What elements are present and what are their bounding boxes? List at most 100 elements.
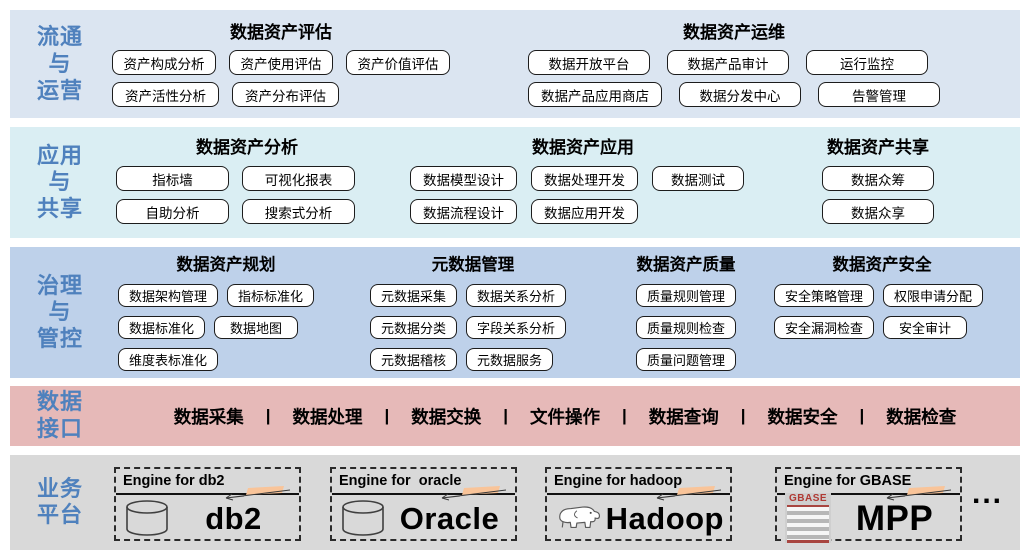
section-title-sharing: 数据资产共享 <box>827 138 929 157</box>
section-title-operations: 数据资产运维 <box>683 23 785 42</box>
module-box[interactable]: 安全审计 <box>883 316 968 339</box>
engine-box-db2[interactable]: Engine for db2 db2 <box>114 467 301 541</box>
module-box[interactable]: 资产构成分析 <box>112 50 216 75</box>
section-title-security: 数据资产安全 <box>832 256 932 274</box>
module-box[interactable]: 搜索式分析 <box>242 199 355 224</box>
engine-name: MPP <box>855 498 934 538</box>
module-row: 安全策略管理权限申请分配 <box>774 284 990 307</box>
module-box[interactable]: 资产活性分析 <box>112 82 219 107</box>
band-business-platform: 业务 平台 Engine for db2 db2 Engine for orac… <box>10 455 1020 550</box>
separator: | <box>384 406 390 425</box>
module-row: 质量规则检查 <box>616 316 756 339</box>
module-box[interactable]: 资产使用评估 <box>229 50 333 75</box>
section-title-quality: 数据资产质量 <box>636 256 736 274</box>
interface-item[interactable]: 文件操作 <box>530 406 600 427</box>
module-row: 数据开放平台数据产品审计运行监控 <box>528 50 940 75</box>
module-grid: 质量规则管理质量规则检查质量问题管理 <box>616 284 756 371</box>
section-title-application: 数据资产应用 <box>532 138 634 157</box>
engine-name: Hadoop <box>605 500 724 536</box>
module-box[interactable]: 维度表标准化 <box>118 348 219 371</box>
module-box[interactable]: 数据应用开发 <box>531 199 638 224</box>
interface-item[interactable]: 数据安全 <box>767 406 838 427</box>
module-box[interactable]: 元数据分类 <box>370 316 458 339</box>
module-row: 元数据分类字段关系分析 <box>370 316 576 339</box>
module-box[interactable]: 数据处理开发 <box>531 166 638 191</box>
module-box[interactable]: 数据测试 <box>652 166 744 191</box>
section-title-evaluation: 数据资产评估 <box>230 23 332 42</box>
band-label-business-platform: 业务 平台 <box>36 475 83 528</box>
section-data-asset-application: 数据资产应用 数据模型设计数据处理开发数据测试数据流程设计数据应用开发 <box>410 133 756 224</box>
interface-item[interactable]: 数据检查 <box>886 406 957 427</box>
module-box[interactable]: 资产分布评估 <box>232 82 339 107</box>
engine-box-oracle[interactable]: Engine for oracle Oracle <box>330 467 517 541</box>
module-box[interactable]: 数据模型设计 <box>410 166 517 191</box>
module-row: 资产构成分析资产使用评估资产价值评估 <box>112 50 450 75</box>
section-metadata-management: 元数据管理 元数据采集数据关系分析元数据分类字段关系分析元数据稽核元数据服务 <box>370 251 576 371</box>
module-box[interactable]: 权限申请分配 <box>883 284 984 307</box>
engine-name: Oracle <box>399 500 500 536</box>
module-box[interactable]: 自助分析 <box>116 199 229 224</box>
module-box[interactable]: 数据产品应用商店 <box>528 82 662 107</box>
gbase-logo-text: GBASE <box>788 493 828 504</box>
module-box[interactable]: 指标墙 <box>116 166 229 191</box>
engine-title: Engine for db2 <box>116 469 299 495</box>
engine-box-gbase[interactable]: Engine for GBASE GBASE MPP <box>775 467 962 543</box>
module-box[interactable]: 可视化报表 <box>242 166 355 191</box>
interface-item-list: 数据采集|数据处理|数据交换|文件操作|数据查询|数据安全|数据检查 <box>110 386 1020 446</box>
interface-item[interactable]: 数据交换 <box>411 406 482 427</box>
section-title-analysis: 数据资产分析 <box>196 138 298 157</box>
module-box[interactable]: 数据标准化 <box>118 316 206 339</box>
module-row: 数据产品应用商店数据分发中心告警管理 <box>528 82 940 107</box>
module-box[interactable]: 数据流程设计 <box>410 199 517 224</box>
section-title-metadata: 元数据管理 <box>431 256 515 274</box>
module-box[interactable]: 元数据采集 <box>370 284 458 307</box>
module-row: 数据标准化数据地图 <box>118 316 334 339</box>
separator: | <box>740 406 746 425</box>
module-box[interactable]: 元数据服务 <box>466 348 554 371</box>
module-box[interactable]: 数据地图 <box>214 316 299 339</box>
module-box[interactable]: 安全策略管理 <box>774 284 875 307</box>
module-grid: 数据架构管理指标标准化数据标准化数据地图维度表标准化 <box>118 284 334 371</box>
module-box[interactable]: 数据关系分析 <box>466 284 567 307</box>
engine-title: Engine for oracle <box>332 469 515 495</box>
module-box[interactable]: 质量规则检查 <box>635 316 736 339</box>
section-data-asset-operations: 数据资产运维 数据开放平台数据产品审计运行监控数据产品应用商店数据分发中心告警管… <box>528 18 940 107</box>
interface-item[interactable]: 数据采集 <box>173 406 244 427</box>
module-box[interactable]: 数据开放平台 <box>528 50 650 75</box>
module-row: 指标墙可视化报表 <box>116 166 378 191</box>
module-box[interactable]: 指标标准化 <box>227 284 315 307</box>
module-box[interactable]: 告警管理 <box>818 82 940 107</box>
module-box[interactable]: 运行监控 <box>806 50 928 75</box>
module-box[interactable]: 质量问题管理 <box>635 348 736 371</box>
module-row: 质量规则管理 <box>616 284 756 307</box>
module-row: 维度表标准化 <box>118 348 334 371</box>
database-cylinder-icon <box>342 500 384 536</box>
module-box[interactable]: 字段关系分析 <box>466 316 567 339</box>
gbase-logo-icon: GBASE <box>785 493 831 543</box>
module-box[interactable]: 数据分发中心 <box>679 82 801 107</box>
module-box[interactable]: 元数据稽核 <box>370 348 458 371</box>
separator: | <box>622 406 627 425</box>
interface-item[interactable]: 数据查询 <box>648 406 719 427</box>
module-grid: 数据众筹数据众享 <box>803 166 953 224</box>
band-label-governance-control: 治理 与 管控 <box>36 272 83 351</box>
gbase-disk-stack <box>787 505 829 543</box>
module-box[interactable]: 数据产品审计 <box>667 50 789 75</box>
separator: | <box>859 406 865 425</box>
section-data-asset-analysis: 数据资产分析 指标墙可视化报表自助分析搜索式分析 <box>116 133 378 224</box>
module-row: 元数据稽核元数据服务 <box>370 348 576 371</box>
module-box[interactable]: 质量规则管理 <box>635 284 736 307</box>
band-label-data-interface: 数据 接口 <box>36 389 83 441</box>
module-box[interactable]: 数据众享 <box>822 199 934 224</box>
engine-box-hadoop[interactable]: Engine for hadoop Hadoop <box>545 467 732 541</box>
module-row: 自助分析搜索式分析 <box>116 199 378 224</box>
section-data-asset-sharing: 数据资产共享 数据众筹数据众享 <box>803 133 953 224</box>
interface-item[interactable]: 数据处理 <box>292 406 363 427</box>
module-row: 数据模型设计数据处理开发数据测试 <box>410 166 756 191</box>
module-box[interactable]: 数据众筹 <box>822 166 934 191</box>
module-box[interactable]: 安全漏洞检查 <box>774 316 875 339</box>
module-box[interactable]: 资产价值评估 <box>346 50 450 75</box>
section-data-asset-planning: 数据资产规划 数据架构管理指标标准化数据标准化数据地图维度表标准化 <box>118 251 334 371</box>
module-box[interactable]: 数据架构管理 <box>118 284 219 307</box>
module-grid: 元数据采集数据关系分析元数据分类字段关系分析元数据稽核元数据服务 <box>370 284 576 371</box>
